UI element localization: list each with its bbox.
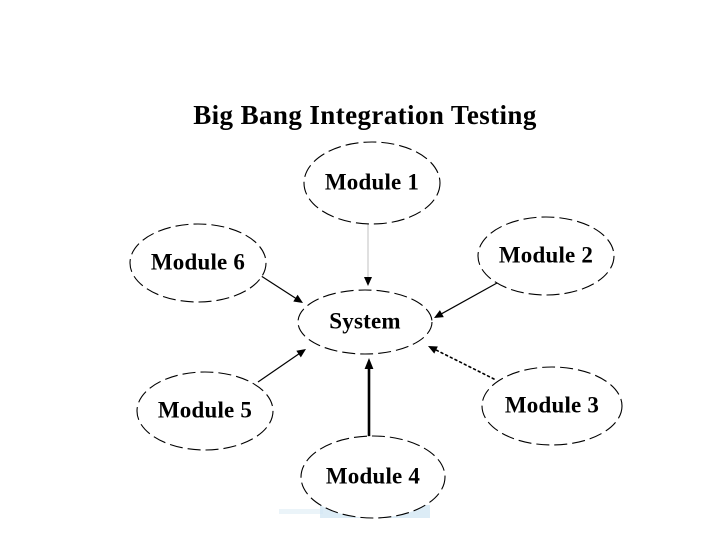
module-1-label: Module 1	[325, 169, 419, 194]
edge-module-6-system	[254, 271, 303, 303]
module-6-ellipse[interactable]	[129, 223, 267, 303]
arrowhead-into-system-from-module-2	[434, 310, 444, 318]
arrowhead-into-system-from-module-5	[296, 349, 306, 358]
module-1-ellipse[interactable]	[303, 141, 441, 225]
system-ellipse[interactable]	[297, 289, 433, 355]
module-5-ellipse[interactable]	[136, 371, 274, 451]
node-module-3[interactable]: Module 3	[481, 366, 623, 446]
diagram-title: Big Bang Integration Testing	[193, 100, 537, 130]
module-4-label: Module 4	[326, 463, 421, 488]
edge-module-3-system	[428, 346, 495, 380]
edge-module-4-system	[364, 358, 374, 437]
arrowhead-into-system-from-module-1	[364, 277, 372, 286]
arrowhead-into-system-from-module-3	[428, 346, 438, 354]
node-module-5[interactable]: Module 5	[136, 371, 274, 451]
node-module-1[interactable]: Module 1	[303, 141, 441, 225]
module-3-ellipse[interactable]	[481, 366, 623, 446]
module-4-shadow-band-soft	[279, 509, 323, 514]
edge-module-2-system	[434, 282, 498, 318]
node-module-6[interactable]: Module 6	[129, 223, 267, 303]
node-module-2[interactable]: Module 2	[477, 216, 615, 296]
module-4-ellipse[interactable]	[300, 435, 446, 519]
module-nodes-layer: Module 1 Module 2 Module 3 Module 4 Modu…	[129, 141, 623, 519]
module-5-label: Module 5	[158, 397, 252, 422]
system-label: System	[329, 308, 400, 333]
node-module-4[interactable]: Module 4	[300, 435, 446, 519]
edge-module-1-system	[364, 224, 372, 286]
module-2-label: Module 2	[499, 242, 593, 267]
module-6-label: Module 6	[151, 249, 245, 274]
arrowhead-into-system-from-module-4	[364, 358, 374, 369]
node-system[interactable]: System	[297, 289, 433, 355]
edge-module-5-system	[257, 349, 306, 383]
arrowhead-into-system-from-module-6	[293, 294, 303, 303]
module-3-label: Module 3	[505, 392, 599, 417]
connectors-layer	[254, 224, 498, 437]
module-2-ellipse[interactable]	[477, 216, 615, 296]
